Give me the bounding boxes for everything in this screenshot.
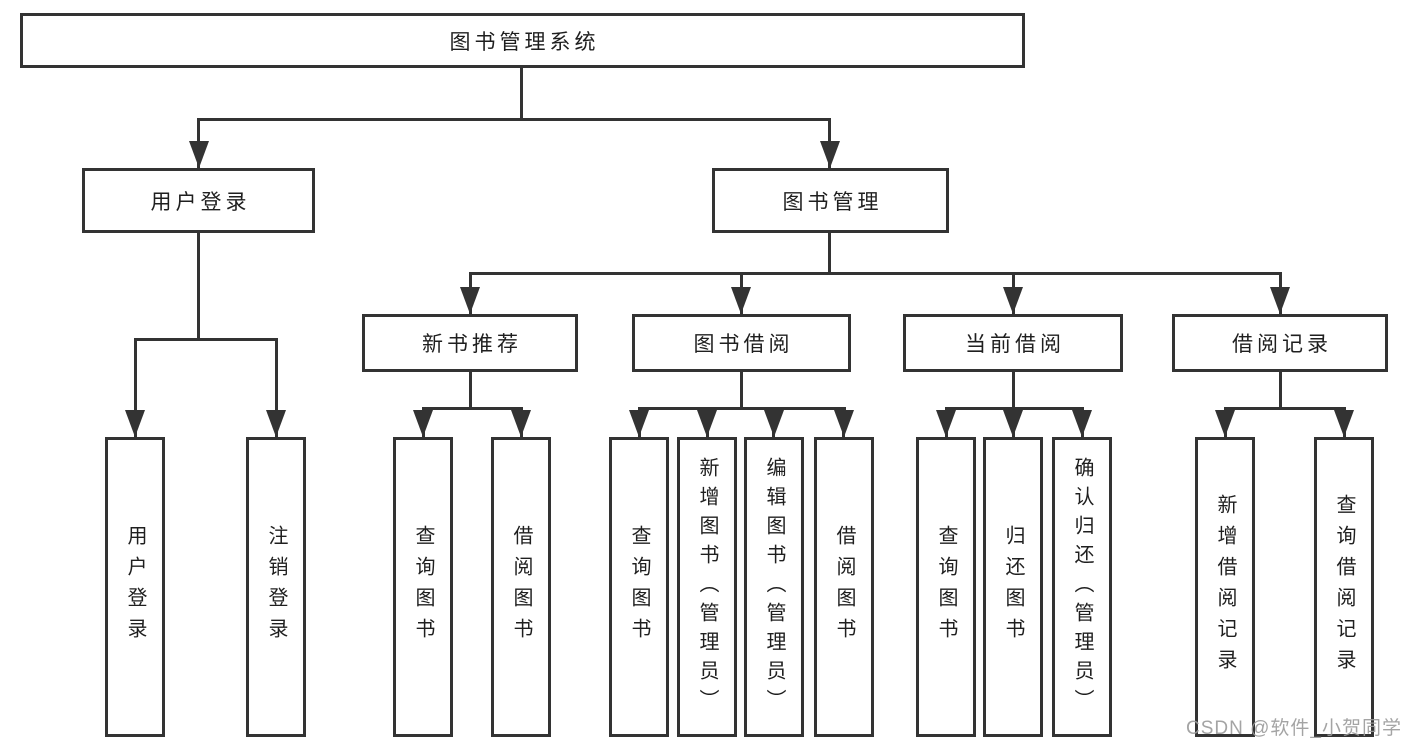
arrowhead-down-icon xyxy=(1003,410,1023,437)
branch-book-management-label: 图书管理 xyxy=(782,190,883,214)
branch-borrowing-records: 借阅记录 xyxy=(1172,314,1388,372)
leaf-query-books-borrowing: 查询图书 xyxy=(609,437,669,737)
leaf-return-books-label: 归还图书 xyxy=(1002,525,1024,649)
arrowhead-down-icon xyxy=(731,287,751,314)
connector-line xyxy=(638,407,846,410)
leaf-user-login-label: 用户登录 xyxy=(124,525,146,649)
root-node-label: 图书管理系统 xyxy=(449,30,600,54)
branch-borrowing-records-label: 借阅记录 xyxy=(1232,333,1332,356)
arrowhead-down-icon xyxy=(820,141,840,168)
leaf-borrow-books-recommend-label: 借阅图书 xyxy=(510,525,532,649)
connector-line xyxy=(1224,407,1346,410)
arrowhead-down-icon xyxy=(1003,287,1023,314)
leaf-add-borrow-record-label: 新增借阅记录 xyxy=(1214,494,1236,680)
arrowhead-down-icon xyxy=(460,287,480,314)
branch-new-book-recommendation-label: 新书推荐 xyxy=(422,333,522,356)
leaf-user-login: 用户登录 xyxy=(105,437,165,737)
arrowhead-down-icon xyxy=(1334,410,1354,437)
arrowhead-down-icon xyxy=(1215,410,1235,437)
connector-line xyxy=(134,338,278,341)
arrowhead-down-icon xyxy=(834,410,854,437)
branch-current-borrowing-label: 当前借阅 xyxy=(965,333,1065,356)
leaf-borrow-books-borrowing-label: 借阅图书 xyxy=(833,525,855,649)
watermark-text: CSDN @软件_小贺同学 xyxy=(1186,718,1402,739)
arrowhead-down-icon xyxy=(764,410,784,437)
branch-user-login-label: 用户登录 xyxy=(150,190,251,214)
connector-line xyxy=(197,231,200,338)
branch-current-borrowing: 当前借阅 xyxy=(903,314,1123,372)
root-node: 图书管理系统 xyxy=(20,13,1025,68)
arrowhead-down-icon xyxy=(1072,410,1092,437)
branch-new-book-recommendation: 新书推荐 xyxy=(362,314,578,372)
arrowhead-down-icon xyxy=(125,410,145,437)
leaf-query-books-recommend: 查询图书 xyxy=(393,437,453,737)
connector-line xyxy=(422,407,523,410)
leaf-add-borrow-record: 新增借阅记录 xyxy=(1195,437,1255,737)
leaf-return-books: 归还图书 xyxy=(983,437,1043,737)
leaf-query-books-borrowing-label: 查询图书 xyxy=(628,525,650,649)
connector-line xyxy=(740,370,743,410)
connector-line xyxy=(469,272,1282,275)
leaf-add-books-admin: 新增图书（管理员） xyxy=(677,437,737,737)
arrowhead-down-icon xyxy=(629,410,649,437)
leaf-confirm-return-admin-label: 确认归还（管理员） xyxy=(1071,456,1093,718)
leaf-edit-books-admin-label: 编辑图书（管理员） xyxy=(763,456,785,718)
leaf-query-books-current: 查询图书 xyxy=(916,437,976,737)
arrowhead-down-icon xyxy=(936,410,956,437)
connector-line xyxy=(1012,370,1015,410)
leaf-logout: 注销登录 xyxy=(246,437,306,737)
arrowhead-down-icon xyxy=(1270,287,1290,314)
arrowhead-down-icon xyxy=(413,410,433,437)
leaf-query-borrow-record: 查询借阅记录 xyxy=(1314,437,1374,737)
leaf-query-books-current-label: 查询图书 xyxy=(935,525,957,649)
leaf-borrow-books-borrowing: 借阅图书 xyxy=(814,437,874,737)
branch-book-management: 图书管理 xyxy=(712,168,949,233)
branch-book-borrowing: 图书借阅 xyxy=(632,314,851,372)
leaf-add-books-admin-label: 新增图书（管理员） xyxy=(696,456,718,718)
connector-line xyxy=(275,338,278,437)
connector-line xyxy=(520,66,523,120)
connector-line xyxy=(1279,370,1282,410)
branch-user-login: 用户登录 xyxy=(82,168,315,233)
connector-line xyxy=(828,231,831,275)
arrowhead-down-icon xyxy=(511,410,531,437)
connector-line xyxy=(197,118,831,121)
connector-line xyxy=(134,338,137,437)
leaf-query-borrow-record-label: 查询借阅记录 xyxy=(1333,494,1355,680)
leaf-edit-books-admin: 编辑图书（管理员） xyxy=(744,437,804,737)
branch-book-borrowing-label: 图书借阅 xyxy=(693,333,794,356)
leaf-logout-label: 注销登录 xyxy=(265,525,287,649)
arrowhead-down-icon xyxy=(266,410,286,437)
leaf-confirm-return-admin: 确认归还（管理员） xyxy=(1052,437,1112,737)
connector-line xyxy=(469,370,472,410)
arrowhead-down-icon xyxy=(697,410,717,437)
leaf-query-books-recommend-label: 查询图书 xyxy=(412,525,434,649)
arrowhead-down-icon xyxy=(189,141,209,168)
leaf-borrow-books-recommend: 借阅图书 xyxy=(491,437,551,737)
